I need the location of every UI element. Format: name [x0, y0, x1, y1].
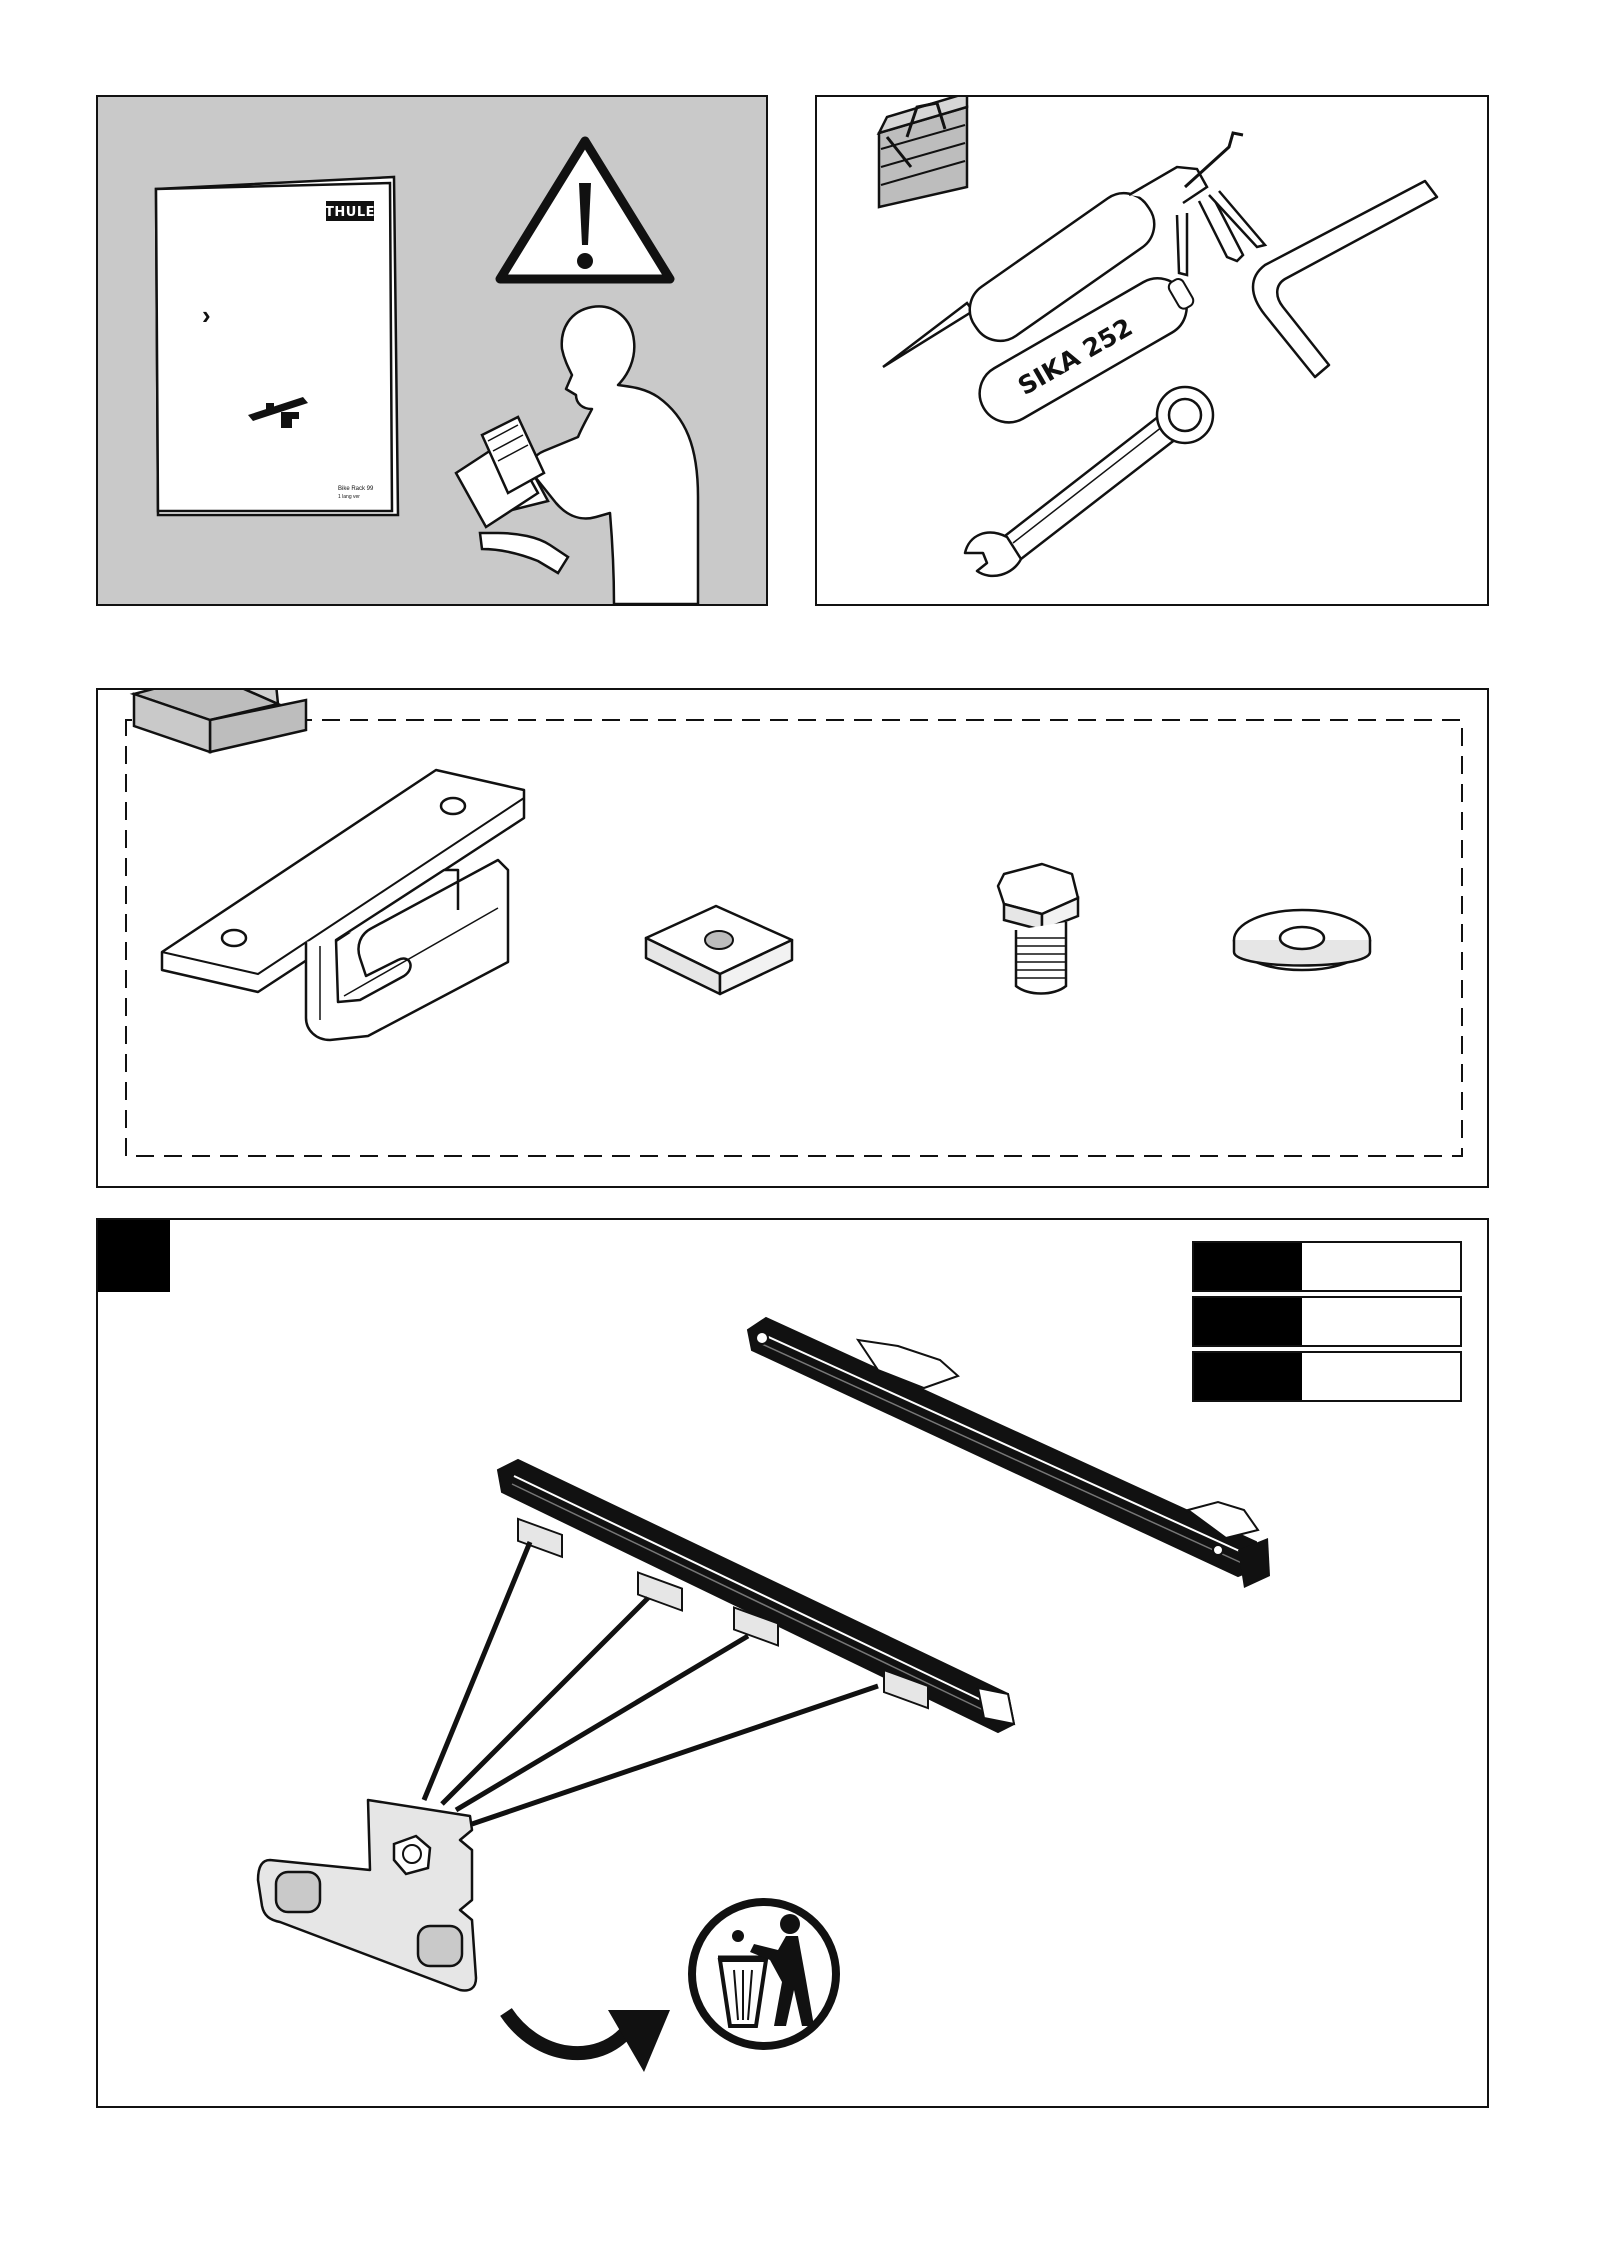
manual-footer-2: 1 lang ver	[338, 494, 360, 500]
removal-illustration	[98, 1220, 1487, 2106]
tools-panel: SIKA 252	[815, 95, 1489, 606]
thule-logo-text: THULE	[325, 205, 375, 220]
manual-booklet: THULE › Bike Rack 99 1 lang ver	[156, 177, 398, 515]
tools-illustration: SIKA 252	[817, 97, 1487, 604]
parts-illustration	[98, 690, 1487, 1186]
dispose-in-bin-icon	[692, 1902, 836, 2046]
hex-bolt-part	[998, 864, 1078, 994]
bracket-part	[162, 770, 524, 1040]
warning-triangle-icon	[500, 141, 670, 279]
person-reading-manual-icon	[456, 306, 698, 604]
allen-key-icon	[1253, 181, 1437, 377]
rail-front	[498, 1460, 1014, 1732]
rail-rear	[748, 1318, 1270, 1588]
washer-part	[1234, 910, 1370, 970]
bracket-detail	[258, 1800, 476, 1991]
manual-chevron: ›	[202, 300, 211, 330]
rail-bracket	[518, 1519, 928, 1708]
manual-footer-1: Bike Rack 99	[338, 486, 374, 492]
open-box-icon	[132, 690, 306, 752]
toolbox-icon	[863, 97, 979, 207]
parts-panel	[96, 688, 1489, 1188]
step-panel	[96, 1218, 1489, 2108]
square-nut-part	[646, 906, 792, 994]
curved-arrow-icon	[506, 2010, 670, 2072]
manual-panel: THULE › Bike Rack 99 1 lang ver	[96, 95, 768, 606]
manual-illustration: THULE › Bike Rack 99 1 lang ver	[98, 97, 766, 604]
